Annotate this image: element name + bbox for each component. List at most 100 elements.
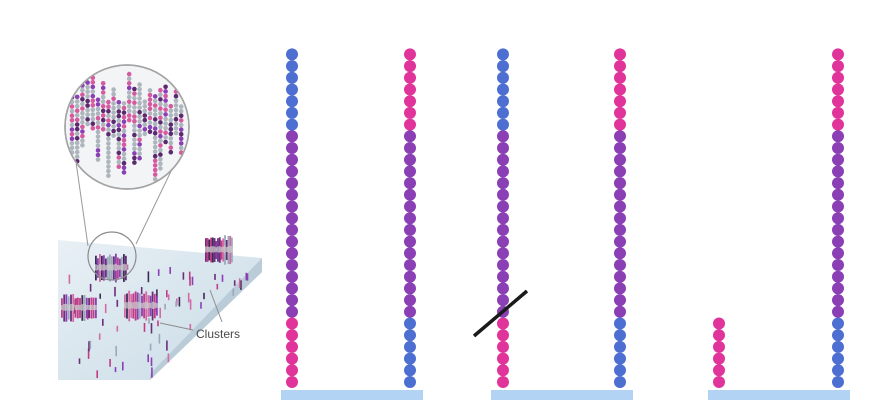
magnified-bead [132, 123, 137, 129]
purple-nucleotide [614, 188, 626, 201]
magnified-bead [137, 82, 142, 87]
surface-strand [200, 302, 202, 309]
magenta-nucleotide [614, 71, 626, 84]
surface-strand [149, 343, 152, 351]
magnified-bead [85, 103, 90, 108]
magnified-bead [69, 85, 75, 91]
surface-strand [116, 325, 119, 332]
cluster-strand-highlight [61, 305, 63, 310]
magenta-nucleotide [404, 106, 416, 119]
magnified-bead [152, 117, 158, 122]
surface-strand [188, 271, 191, 280]
purple-nucleotide [614, 142, 626, 154]
purple-nucleotide [832, 153, 844, 166]
purple-nucleotide [404, 247, 416, 260]
blue-nucleotide [404, 352, 416, 365]
cluster-strand-highlight [213, 246, 216, 253]
cluster-strand-highlight [145, 301, 148, 309]
cluster-strand-highlight [143, 302, 145, 309]
magnified-strand [121, 101, 127, 175]
cluster-strand-highlight [105, 265, 107, 270]
magnified-bead [80, 97, 85, 102]
purple-nucleotide [404, 282, 416, 295]
magenta-nucleotide [832, 95, 844, 108]
cluster-strand-highlight [225, 247, 228, 252]
magnified-bead [137, 142, 142, 147]
magnified-bead [132, 105, 137, 110]
surface-strand [246, 273, 249, 281]
magnified-bead [111, 101, 116, 106]
purple-nucleotide [497, 177, 509, 190]
magnified-bead [132, 91, 137, 96]
purple-nucleotide [286, 294, 298, 307]
magnified-bead [158, 161, 163, 167]
magnified-bead [74, 131, 80, 136]
magenta-nucleotide [713, 340, 725, 353]
magnified-bead [69, 122, 75, 128]
magnified-bead [178, 113, 184, 119]
magnified-bead [121, 142, 127, 148]
cluster-strand-highlight [123, 263, 125, 271]
magnified-bead [142, 131, 148, 137]
magnified-strand [126, 71, 132, 123]
magnified-bead [137, 155, 142, 161]
purple-nucleotide [614, 153, 626, 166]
purple-nucleotide [614, 223, 626, 236]
blue-nucleotide [832, 352, 844, 365]
surface-strand [116, 299, 119, 307]
magnified-bead [100, 90, 106, 95]
cluster-strand-highlight [210, 246, 212, 253]
magnified-bead [152, 140, 158, 145]
magnified-bead [80, 92, 85, 97]
cluster-strand-highlight [117, 264, 119, 271]
surface-strand [191, 276, 194, 286]
magnified-bead [158, 101, 163, 107]
magnified-bead [142, 117, 148, 123]
magnified-bead [152, 103, 158, 108]
magenta-nucleotide [404, 48, 416, 61]
magnified-bead [85, 98, 90, 104]
magenta-nucleotide [832, 60, 844, 73]
purple-nucleotide [497, 130, 509, 143]
magnified-strand [132, 86, 137, 165]
magnified-bead [168, 145, 174, 150]
magnified-strand [163, 84, 168, 145]
purple-nucleotide [832, 212, 844, 225]
magnified-bead [116, 100, 122, 105]
magnified-bead [85, 121, 90, 127]
magnified-bead [126, 104, 132, 109]
purple-nucleotide [286, 247, 298, 260]
magnified-bead [152, 121, 158, 127]
magnified-bead [121, 147, 127, 152]
purple-nucleotide [497, 235, 509, 248]
blue-nucleotide [286, 95, 298, 108]
magnified-bead [178, 122, 184, 128]
magnified-bead [80, 143, 85, 148]
purple-nucleotide [832, 130, 844, 143]
magnified-bead [95, 97, 101, 103]
magnified-bead [173, 126, 179, 131]
magnified-bead [142, 108, 148, 114]
magnified-bead [137, 114, 142, 120]
surface-strand [166, 290, 168, 298]
magenta-nucleotide [832, 106, 844, 119]
purple-nucleotide [614, 212, 626, 225]
magnified-bead [132, 151, 137, 156]
magnified-bead [158, 166, 163, 171]
magnified-bead [126, 90, 132, 95]
magnified-bead [173, 98, 179, 104]
surface-strand [68, 274, 71, 284]
magnified-bead [90, 89, 96, 94]
cleavage-mark [472, 289, 529, 338]
cluster-strand-highlight [128, 301, 131, 310]
magenta-nucleotide [404, 95, 416, 108]
magnified-bead [126, 99, 132, 104]
magenta-nucleotide [713, 364, 725, 377]
purple-nucleotide [286, 130, 298, 143]
surface-strand [88, 341, 90, 352]
blue-nucleotide [497, 71, 509, 84]
blue-nucleotide [832, 364, 844, 377]
magnified-bead [121, 128, 127, 134]
surface-strand [151, 367, 153, 378]
purple-nucleotide [286, 200, 298, 213]
